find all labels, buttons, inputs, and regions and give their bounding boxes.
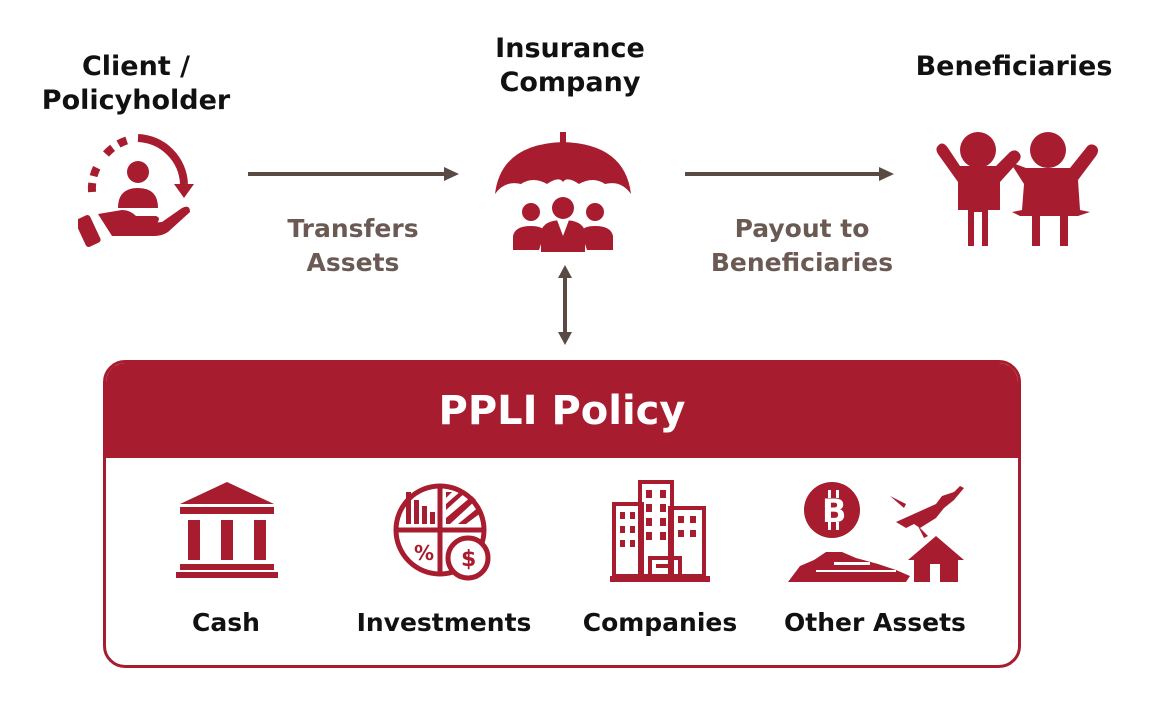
umbrella-group-icon <box>493 132 633 252</box>
office-buildings-icon <box>610 478 710 584</box>
svg-text:$: $ <box>461 547 476 572</box>
investment-chart-icon: % $ <box>392 480 494 582</box>
policy-header: PPLI Policy <box>106 363 1018 458</box>
asset-label-cash: Cash <box>192 608 260 637</box>
payout-arrow <box>683 164 897 184</box>
insurer-heading: Insurance Company <box>495 33 645 98</box>
policy-link-arrow <box>555 264 575 346</box>
children-icon <box>930 128 1100 250</box>
svg-text:B: B <box>822 492 846 530</box>
client-heading: Client / Policyholder <box>41 51 231 116</box>
asset-label-other-assets: Other Assets <box>784 608 966 637</box>
client-care-icon <box>78 132 198 248</box>
beneficiaries-heading: Beneficiaries <box>915 51 1113 82</box>
payout-label: Payout to Beneficiaries <box>710 214 894 277</box>
transfer-label: Transfers Assets <box>287 214 419 277</box>
other-assets-icon: B <box>786 478 970 590</box>
policy-title: PPLI Policy <box>438 387 686 434</box>
svg-text:%: % <box>414 541 434 565</box>
asset-label-investments: Investments <box>356 608 532 637</box>
bank-icon <box>176 480 278 578</box>
transfer-arrow <box>246 164 462 184</box>
asset-label-companies: Companies <box>582 608 738 637</box>
